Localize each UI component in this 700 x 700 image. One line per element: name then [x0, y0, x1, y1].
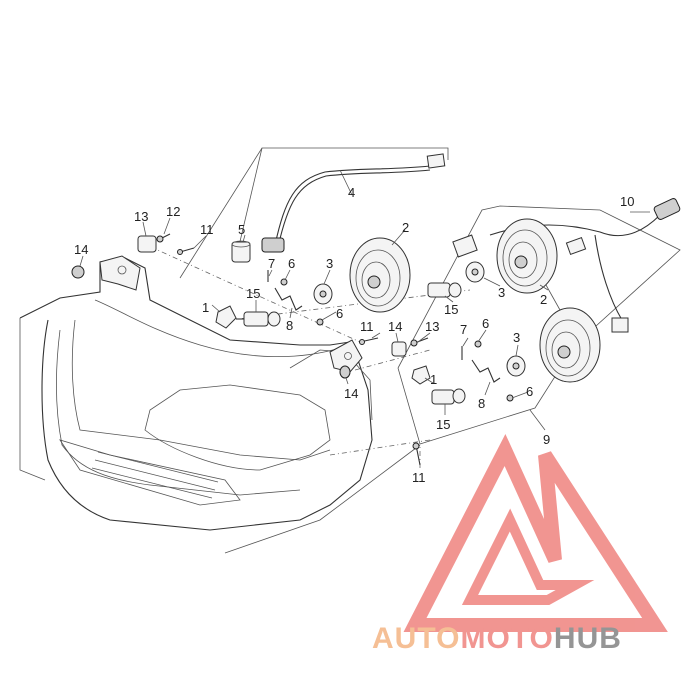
svg-text:AUTOMOTOHUB: AUTOMOTOHUB: [372, 622, 622, 655]
callout-5: 5: [238, 222, 245, 237]
spring-8-left: [274, 287, 303, 311]
grommet-14-left: [71, 265, 85, 279]
bulb-15-mid: [427, 282, 462, 298]
callout-11-mid: 11: [360, 319, 374, 334]
screw-6b: [316, 318, 324, 326]
screw-11-left: [177, 247, 195, 255]
watermark-triangle-outer: [403, 433, 668, 632]
assembly-line-1: [139, 241, 361, 343]
screw-6a: [280, 278, 288, 286]
wiring-harness-4: [261, 153, 446, 253]
watermark-text-moto: MOTO: [460, 622, 553, 655]
bushing-13-left: [137, 235, 157, 253]
callout-12-right: 13: [425, 319, 439, 334]
reflector-bowl-right-top: [496, 218, 558, 294]
callout-14-left: 14: [74, 242, 88, 257]
assembly-line-4: [329, 439, 431, 456]
reflector-bowl-left: [349, 237, 411, 313]
watermark-text-auto: AUTO: [372, 622, 460, 655]
wiring-harness-10: [452, 198, 681, 333]
callout-13-right: 14: [388, 319, 402, 334]
callout-3-left: 3: [326, 256, 333, 271]
callout-3-mid: 3: [498, 285, 505, 300]
callout-12-left: 12: [166, 204, 180, 219]
callout-2-left: 2: [402, 220, 409, 235]
callout-8-right: 8: [478, 396, 485, 411]
headlight-housing: [19, 147, 449, 554]
bushing-13-right: [391, 341, 407, 357]
callout-3-bottom: 3: [513, 330, 520, 345]
callout-11-bottom: 11: [412, 470, 426, 485]
grommet-14-right: [339, 365, 351, 379]
reflector-bowl-right-bottom: [539, 307, 601, 383]
callout-labels: 4 2 5 13 12 11 14 3 6 7 15 1 8 6 15 3 2 …: [74, 185, 634, 485]
watermark-triangle-inner: [461, 508, 595, 605]
callout-11-left: 11: [200, 222, 214, 237]
callout-2-right: 2: [540, 292, 547, 307]
callout-15-bottom: 15: [436, 417, 450, 432]
callout-6-right-bottom: 6: [526, 384, 533, 399]
callout-1-right: 1: [430, 372, 437, 387]
callout-7-left: 7: [268, 256, 275, 271]
callout-6-bottom-left: 6: [336, 306, 343, 321]
clip-1-left: [215, 305, 237, 329]
callout-7-right: 7: [460, 322, 467, 337]
screw-12-left: [156, 233, 171, 243]
callout-13-left: 13: [134, 209, 148, 224]
callout-14-right: 14: [344, 386, 358, 401]
callout-1-left: 1: [202, 300, 209, 315]
screw-6c: [474, 340, 482, 348]
clip-1-right: [411, 365, 431, 385]
callout-15-mid: 15: [444, 302, 458, 317]
watermark-text-hub: HUB: [554, 622, 622, 655]
spring-8-right: [471, 359, 501, 383]
screw-11-mid: [359, 337, 379, 345]
socket-3-left: [313, 283, 333, 305]
bulb-15-bottom: [431, 388, 466, 405]
socket-3-mid: [465, 261, 485, 283]
bulb-15-left: [236, 311, 281, 327]
callout-8-left: 8: [286, 318, 293, 333]
callout-4: 4: [348, 185, 355, 200]
watermark-logo: AUTOMOTOHUB: [372, 433, 668, 655]
leader-lines: [79, 169, 650, 431]
callout-9: 9: [543, 432, 550, 447]
callout-6-top-left: 6: [288, 256, 295, 271]
socket-3-bottom: [506, 355, 526, 377]
screw-11-bottom: [412, 442, 421, 466]
callout-10: 10: [620, 194, 634, 209]
bulb-holder-5: [231, 240, 251, 263]
group-9-outline: [397, 205, 681, 445]
callout-15-left: 15: [246, 286, 260, 301]
assembly-line-3: [354, 349, 431, 371]
callout-6-right-top: 6: [482, 316, 489, 331]
